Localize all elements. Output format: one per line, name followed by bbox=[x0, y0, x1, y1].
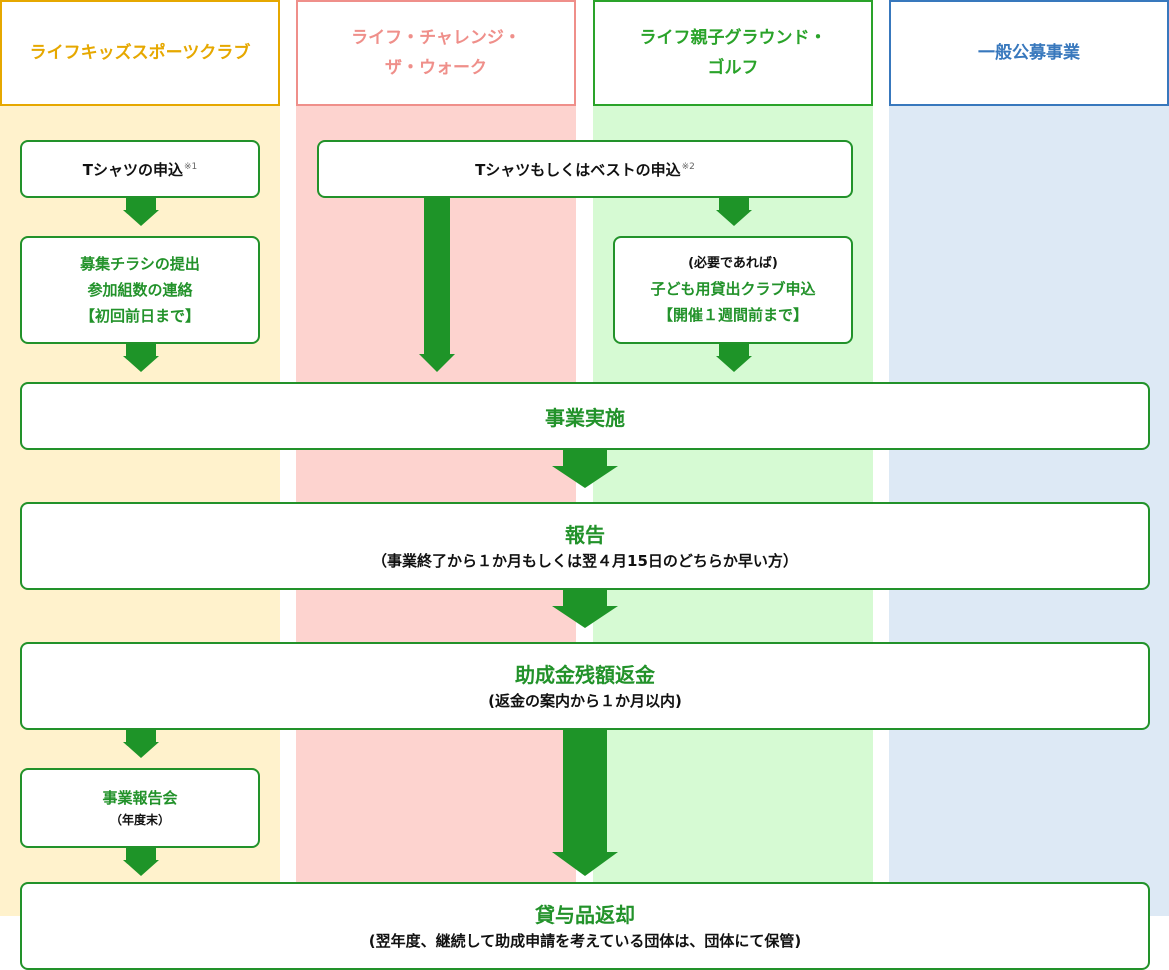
report-meeting-subtitle: （年度末） bbox=[109, 813, 170, 827]
column-header-golf: ライフ親子グラウンド・ ゴルフ bbox=[593, 0, 873, 106]
column-title-kids: ライフキッズスポーツクラブ bbox=[29, 43, 251, 63]
arrow-report-to-refund bbox=[550, 588, 620, 628]
column-header-walk: ライフ・チャレンジ・ ザ・ウォーク bbox=[296, 0, 576, 106]
footnote-mark-2: ※2 bbox=[681, 161, 695, 172]
flyer-line-2: 参加組数の連絡 bbox=[87, 281, 193, 299]
column-header-kids: ライフキッズスポーツクラブ bbox=[0, 0, 280, 106]
refund-title: 助成金残額返金 bbox=[515, 663, 655, 687]
footnote-mark-1: ※1 bbox=[183, 161, 198, 172]
column-bg-golf bbox=[593, 0, 873, 916]
club-rental-line-3: 【開催１週間前まで】 bbox=[657, 306, 808, 324]
step-tshirt-kids: Tシャツの申込※1 bbox=[20, 140, 260, 198]
column-header-general: 一般公募事業 bbox=[889, 0, 1169, 106]
column-bg-general bbox=[889, 0, 1169, 916]
step-tshirt-vest: Tシャツもしくはベストの申込※2 bbox=[317, 140, 853, 198]
column-title-golf: ライフ親子グラウンド・ ゴルフ bbox=[639, 28, 827, 78]
arrow-refund-to-report-meeting bbox=[120, 728, 162, 758]
arrow-flyer-to-implementation bbox=[120, 342, 162, 372]
step-implementation: 事業実施 bbox=[20, 382, 1150, 450]
step-report: 報告 （事業終了から１か月もしくは翌４月15日のどちらか早い方） bbox=[20, 502, 1150, 590]
step-refund: 助成金残額返金 (返金の案内から１か月以内) bbox=[20, 642, 1150, 730]
arrow-tshirt-to-flyer bbox=[120, 196, 162, 226]
column-title-walk: ライフ・チャレンジ・ ザ・ウォーク bbox=[351, 28, 521, 78]
arrow-refund-to-return bbox=[550, 728, 620, 876]
report-subtitle: （事業終了から１か月もしくは翌４月15日のどちらか早い方） bbox=[372, 552, 798, 570]
club-rental-line-2: 子ども用貸出クラブ申込 bbox=[650, 280, 816, 298]
implementation-title: 事業実施 bbox=[545, 405, 625, 430]
flyer-line-1: 募集チラシの提出 bbox=[80, 255, 200, 273]
arrow-walk-to-implementation bbox=[416, 196, 458, 372]
report-title: 報告 bbox=[565, 523, 605, 547]
report-meeting-title: 事業報告会 bbox=[102, 789, 178, 807]
step-flyer-submission: 募集チラシの提出 参加組数の連絡 【初回前日まで】 bbox=[20, 236, 260, 344]
arrow-club-rental-to-implementation bbox=[713, 342, 755, 372]
step-tshirt-kids-label: Tシャツの申込 bbox=[82, 160, 183, 179]
return-items-subtitle: (翌年度、継続して助成申請を考えている団体は、団体にて保管) bbox=[368, 932, 802, 950]
arrow-vest-to-club-rental bbox=[713, 196, 755, 226]
arrow-implementation-to-report bbox=[550, 448, 620, 488]
column-title-general: 一般公募事業 bbox=[978, 43, 1080, 63]
step-tshirt-vest-label: Tシャツもしくはベストの申込 bbox=[475, 160, 681, 179]
arrow-report-meeting-to-return bbox=[120, 846, 162, 876]
step-report-meeting: 事業報告会 （年度末） bbox=[20, 768, 260, 848]
step-return-items: 貸与品返却 (翌年度、継続して助成申請を考えている団体は、団体にて保管) bbox=[20, 882, 1150, 970]
refund-subtitle: (返金の案内から１か月以内) bbox=[488, 692, 682, 710]
return-items-title: 貸与品返却 bbox=[535, 903, 635, 927]
column-bg-walk bbox=[296, 0, 576, 916]
flyer-line-3: 【初回前日まで】 bbox=[79, 307, 200, 325]
step-club-rental: (必要であれば) 子ども用貸出クラブ申込 【開催１週間前まで】 bbox=[613, 236, 853, 344]
club-rental-line-1: (必要であれば) bbox=[688, 256, 778, 271]
